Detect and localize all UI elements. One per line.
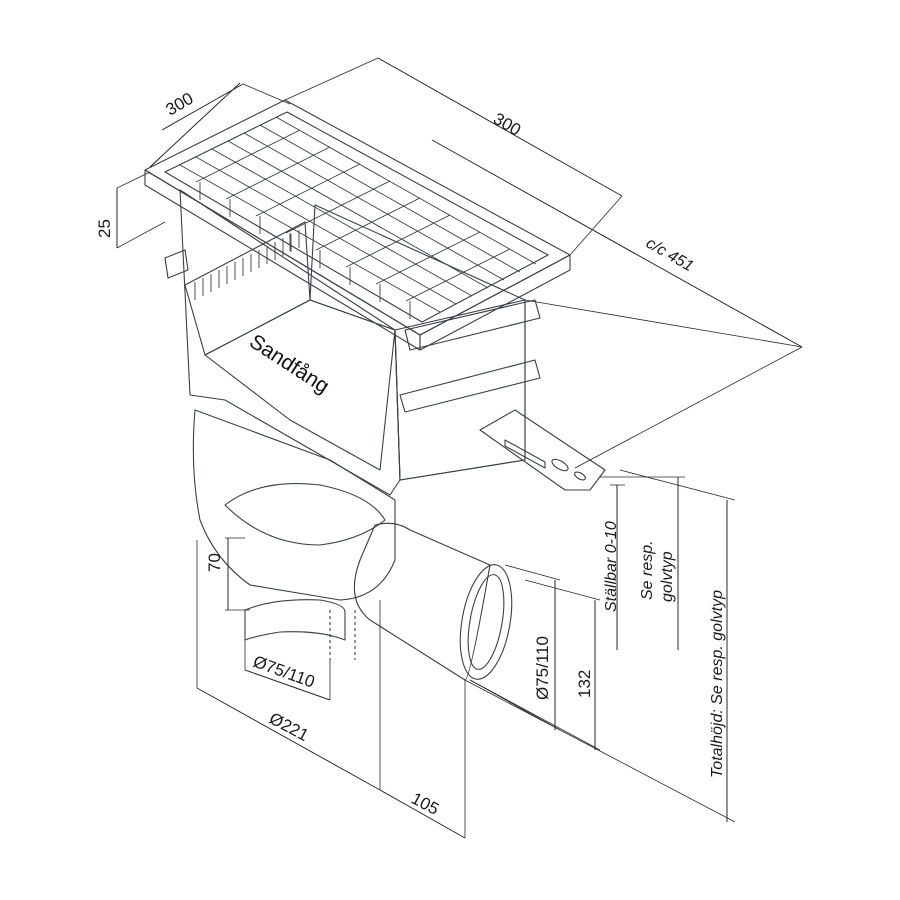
dim-frame-height: 25 — [95, 219, 114, 238]
grate-bars — [179, 116, 537, 313]
dim-adjustable: Ställbar 0-10 — [603, 521, 620, 612]
sandfang-label: Sandfång — [245, 330, 333, 398]
sand-trap-box — [164, 189, 541, 496]
dim-total-height: Totalhöjd: Se resp. golvtyp — [709, 590, 726, 778]
mounting-bracket — [479, 409, 606, 491]
grate-frame — [144, 99, 571, 351]
grate-teeth — [199, 182, 411, 319]
floor-type-note-line1: Se resp. — [639, 540, 656, 600]
dim-outlet-diameter-side: Ø75/110 — [533, 636, 552, 700]
dim-width-left: 300 — [163, 89, 197, 120]
dimension-lines — [116, 57, 803, 839]
dim-side-outlet-offset: 105 — [408, 789, 442, 819]
dim-outlet-height-side: 132 — [575, 670, 594, 698]
drain-body — [192, 409, 396, 660]
dim-width-right: 300 — [490, 109, 524, 140]
dim-outlet-height: 70 — [205, 553, 224, 572]
dim-floor-type-note: Se resp. golvtyp — [639, 540, 676, 602]
side-outlet-pipe — [353, 522, 513, 681]
dim-outlet-diameter-bottom: Ø75/110 — [251, 652, 318, 692]
dim-center-distance: c/c 451 — [643, 235, 696, 276]
floor-type-note-line2: golvtyp — [659, 551, 676, 602]
